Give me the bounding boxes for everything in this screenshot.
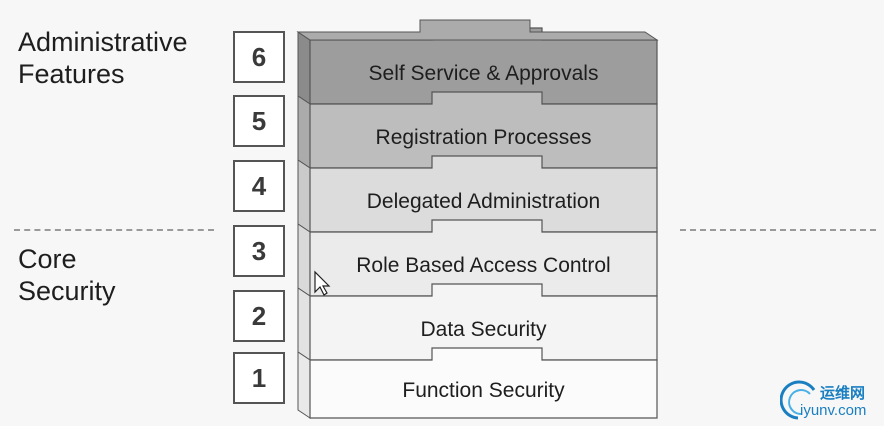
layer-1-label: Function Security bbox=[402, 379, 565, 402]
layer-number-6: 6 bbox=[233, 31, 285, 83]
layer-number-1: 1 bbox=[233, 352, 285, 404]
layer-4: Delegated Administration bbox=[297, 155, 658, 233]
administrative-features-label: Administrative Features bbox=[18, 27, 188, 89]
layer-4-label: Delegated Administration bbox=[367, 190, 600, 213]
layer-6: Self Service & Approvals bbox=[296, 19, 659, 105]
layer-6-label: Self Service & Approvals bbox=[369, 62, 599, 85]
section-divider-right bbox=[680, 229, 876, 231]
layer-5-label: Registration Processes bbox=[376, 126, 592, 149]
layer-number-5: 5 bbox=[233, 95, 285, 147]
watermark-url: iyunv.com bbox=[800, 402, 867, 419]
layer-2-label: Data Security bbox=[420, 318, 547, 341]
watermark-logo-icon bbox=[780, 380, 816, 420]
section-divider-left bbox=[14, 229, 214, 231]
layer-number-2: 2 bbox=[233, 290, 285, 342]
watermark-title: 运维网 bbox=[820, 384, 866, 402]
layer-3-label: Role Based Access Control bbox=[356, 254, 610, 277]
layer-1: Function Security bbox=[297, 347, 658, 419]
layer-number-4: 4 bbox=[233, 160, 285, 212]
core-security-label: Core Security bbox=[18, 244, 116, 306]
layer-5: Registration Processes bbox=[297, 91, 658, 169]
layer-number-3: 3 bbox=[233, 225, 285, 277]
